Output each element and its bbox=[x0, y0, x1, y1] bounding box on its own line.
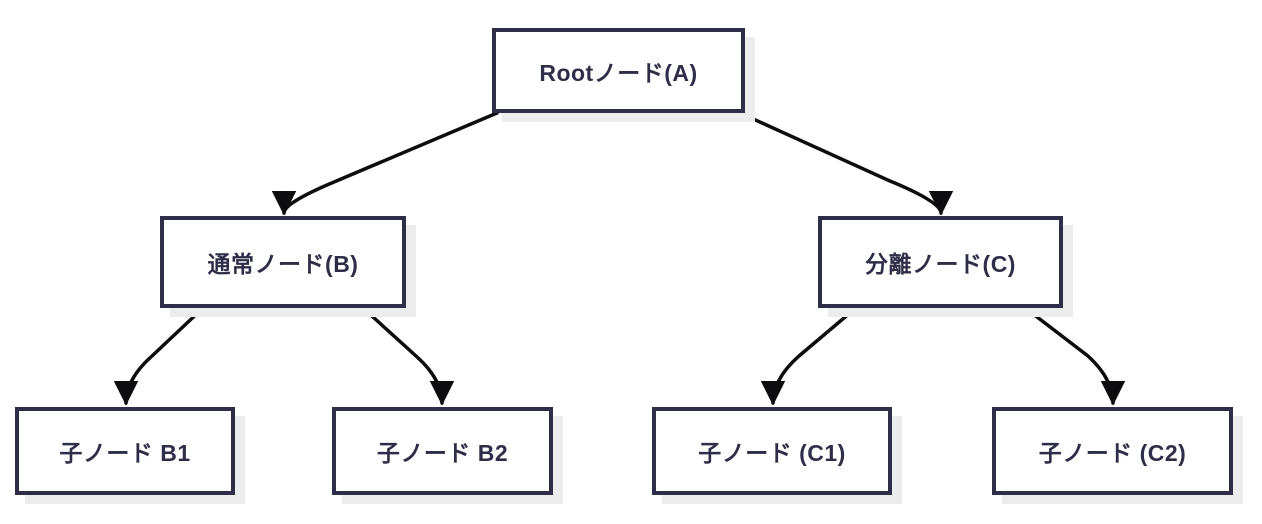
node-separate-c: 分離ノード(C) bbox=[818, 216, 1063, 308]
node-child-c2-label: 子ノード (C2) bbox=[1038, 440, 1187, 466]
edge-c-c1 bbox=[760, 305, 859, 406]
node-separate-c-label: 分離ノード(C) bbox=[865, 251, 1016, 277]
node-root-a-label: Rootノード(A) bbox=[539, 59, 698, 86]
edge-a-b bbox=[271, 111, 499, 216]
node-child-b1-label: 子ノード B1 bbox=[59, 440, 191, 466]
edge-b-b2 bbox=[360, 305, 455, 406]
node-normal-b-label: 通常ノード(B) bbox=[207, 251, 359, 277]
node-child-c1: 子ノード (C1) bbox=[652, 407, 892, 495]
node-child-b2: 子ノード B2 bbox=[332, 407, 553, 495]
edge-c-c2 bbox=[1022, 305, 1126, 406]
node-child-c1-label: 子ノード (C1) bbox=[698, 440, 846, 466]
node-child-b1: 子ノード B1 bbox=[15, 407, 235, 495]
node-child-c2: 子ノード (C2) bbox=[992, 407, 1233, 495]
node-root-a: Rootノード(A) bbox=[492, 28, 745, 113]
edge-a-c bbox=[738, 111, 954, 216]
node-normal-b: 通常ノード(B) bbox=[160, 216, 406, 308]
edge-b-b1 bbox=[113, 305, 206, 406]
node-child-b2-label: 子ノード B2 bbox=[376, 440, 509, 466]
